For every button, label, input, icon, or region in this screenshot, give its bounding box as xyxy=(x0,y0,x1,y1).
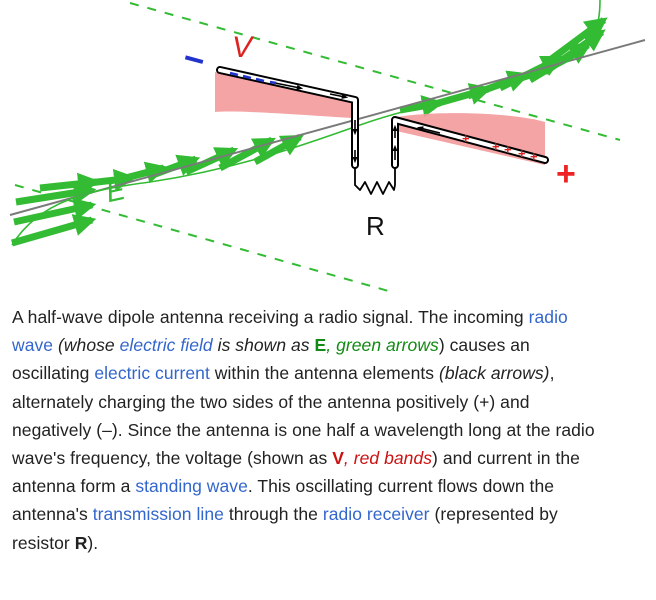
voltage-symbol: V xyxy=(332,448,344,469)
svg-text:+: + xyxy=(530,149,538,164)
wave-front-lines xyxy=(14,2,621,293)
svg-text:+: + xyxy=(462,131,470,146)
dipole-antenna-figure: + + + + + V E R − + xyxy=(9,0,646,293)
caption-text: ) and current in the antenna form a xyxy=(12,448,580,497)
link-electric-current[interactable]: electric current xyxy=(94,363,210,384)
caption-text: ) causes an oscillating xyxy=(12,335,530,384)
propagation-axis xyxy=(9,39,646,216)
efield-description: , green arrows xyxy=(326,335,439,356)
caption-text: ). xyxy=(87,532,99,553)
resistor-label: R xyxy=(366,211,385,241)
resistor-symbol-text: R xyxy=(74,532,88,553)
caption-text: within the antenna elements xyxy=(209,363,439,384)
svg-text:+: + xyxy=(504,142,512,157)
link-electric-field[interactable]: electric field xyxy=(119,335,213,356)
positive-charges: + + + + + xyxy=(462,131,538,164)
efield-symbol: E xyxy=(314,335,327,356)
negative-charges xyxy=(229,71,277,85)
voltage-description: , red bands xyxy=(343,448,433,469)
caption-text: . This oscillating current flows down th… xyxy=(12,476,555,525)
black-arrows-note: (black arrows) xyxy=(438,363,550,384)
resistor-symbol xyxy=(354,168,396,195)
caption-text: , alternately charging the two sides of … xyxy=(12,363,595,469)
caption-text: (whose xyxy=(53,335,120,356)
svg-text:+: + xyxy=(518,146,526,161)
figure-caption: A half-wave dipole antenna receiving a r… xyxy=(12,303,602,557)
svg-text:+: + xyxy=(492,139,500,154)
link-radio-receiver[interactable]: radio receiver xyxy=(322,504,430,525)
minus-label: − xyxy=(179,37,210,82)
link-standing-wave[interactable]: standing wave xyxy=(135,476,248,497)
caption-text: A half-wave dipole antenna receiving a r… xyxy=(12,307,529,327)
link-transmission-line[interactable]: transmission line xyxy=(92,504,224,525)
caption-text: through the xyxy=(223,504,323,525)
field-sine-envelope xyxy=(11,0,601,246)
link-radio-wave[interactable]: radio wave xyxy=(12,307,568,356)
caption-text: is shown as xyxy=(212,335,315,356)
plus-label: + xyxy=(556,155,576,193)
voltage-label: V xyxy=(232,31,255,64)
caption-text: (represented by resistor xyxy=(12,504,558,553)
